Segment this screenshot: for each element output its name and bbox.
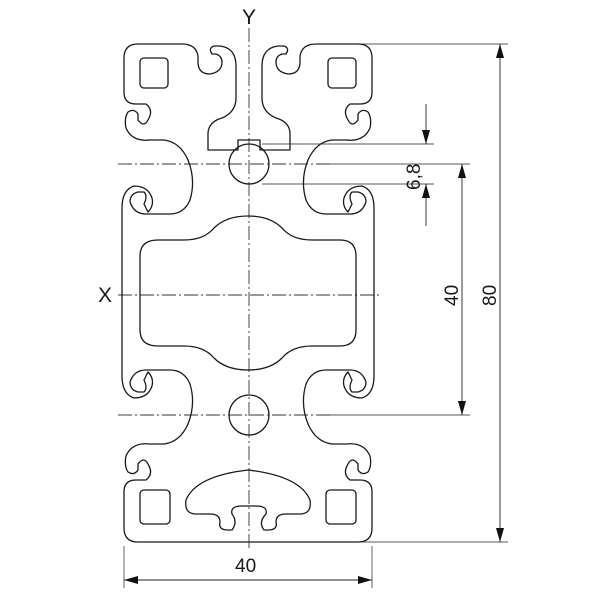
height-label: 80 (480, 285, 501, 306)
height-arrow-bottom (496, 528, 504, 542)
lower-hole (228, 394, 270, 436)
y-axis-label: Y (242, 6, 256, 29)
center-lines (118, 28, 380, 548)
pocket-top-right (327, 57, 357, 89)
width-arrow-left (124, 576, 138, 584)
diameter-arrow-bottom (422, 184, 430, 198)
central-chamber (139, 215, 357, 371)
width-dimension: 40 (123, 546, 373, 588)
diameter-label: 6,8 (404, 164, 425, 190)
hole-spacing-dimension: 40 (330, 163, 470, 416)
x-axis-label: X (98, 284, 112, 307)
height-dimension: 80 (350, 43, 508, 543)
width-label: 40 (235, 556, 256, 577)
pocket-top-left (139, 57, 169, 89)
width-arrow-right (358, 576, 372, 584)
pocket-bottom-left (139, 489, 171, 525)
upper-hole (228, 143, 270, 185)
height-arrow-top (496, 44, 504, 58)
bottom-t-slot (185, 469, 311, 531)
pocket-bottom-right (325, 489, 357, 525)
hole-diameter-dimension: 6,8 (262, 104, 434, 226)
spacing-arrow-top (458, 164, 466, 178)
outer-contour (121, 43, 375, 543)
diameter-arrow-top (422, 130, 430, 144)
spacing-label: 40 (442, 285, 463, 306)
spacing-arrow-bottom (458, 401, 466, 415)
profile-outline (121, 43, 375, 543)
